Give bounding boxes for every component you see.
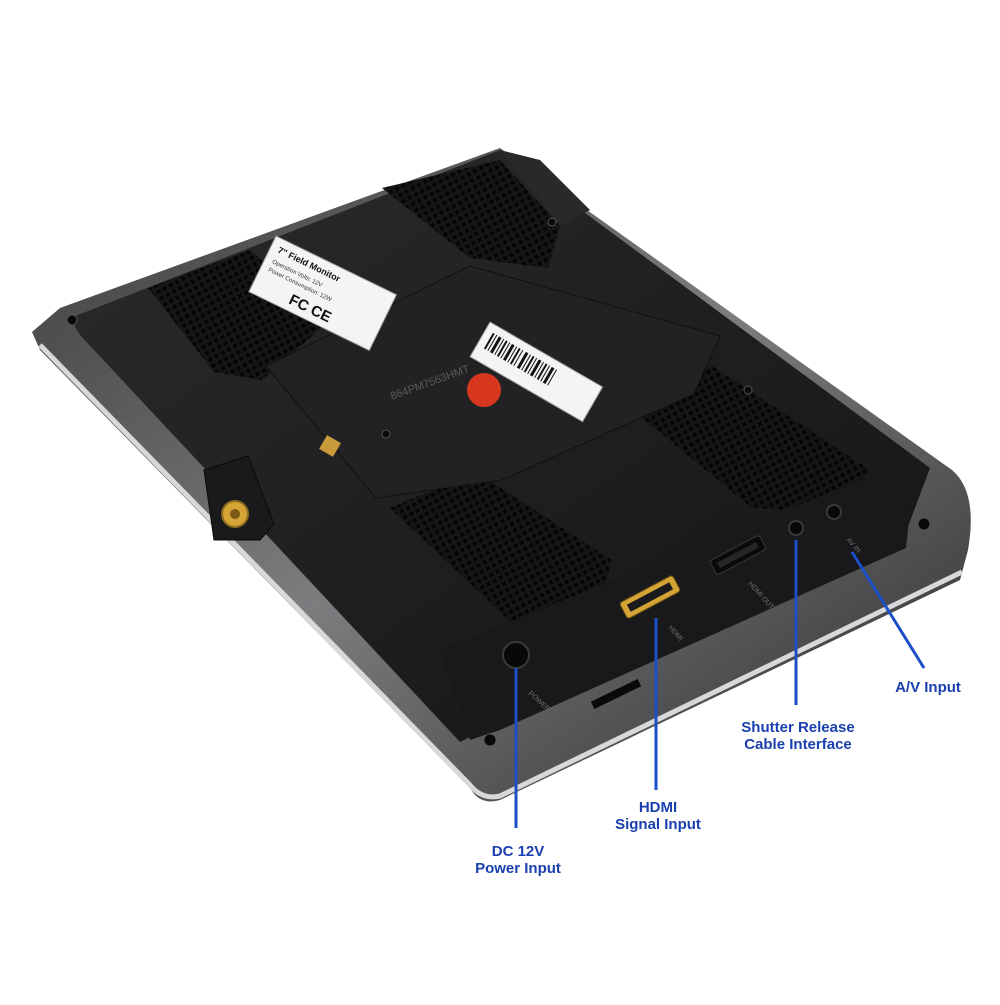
- side-mount-clamp: [203, 455, 275, 541]
- vent-grille-right: [630, 366, 870, 512]
- callout-shutter-release: Shutter Release Cable Interface: [724, 719, 872, 753]
- screw: [743, 385, 753, 395]
- shutter-release-jack: [788, 520, 804, 536]
- callout-av-input: A/V Input: [880, 679, 976, 696]
- battery-contacts: [319, 435, 341, 457]
- port-panel: [440, 476, 910, 740]
- monitor-rim-silver-edge: [38, 343, 964, 800]
- red-seal-sticker: [467, 373, 501, 407]
- hdmi-output-port: [710, 535, 766, 575]
- callout-line-av: [850, 551, 926, 669]
- callout-hdmi: HDMI Signal Input: [598, 799, 718, 833]
- callout-dc-power-line1: DC 12V: [491, 843, 545, 860]
- screw: [917, 517, 931, 531]
- hdmi-input-port: [619, 575, 681, 619]
- callout-shutter-line1: Shutter Release: [741, 719, 855, 736]
- screw: [547, 217, 557, 227]
- screw: [381, 429, 391, 439]
- top-tab: [500, 150, 590, 226]
- screw: [483, 733, 497, 747]
- av-input-jack: [826, 504, 842, 520]
- callout-hdmi-line1: HDMI: [638, 799, 678, 816]
- callout-dc-power: DC 12V Power Input: [456, 843, 580, 877]
- callout-av-line1: A/V Input: [895, 679, 961, 696]
- callout-shutter-line2: Cable Interface: [744, 736, 852, 753]
- callout-dc-power-line2: Power Input: [475, 860, 561, 877]
- dc-power-jack: [502, 641, 530, 669]
- card-slot: [590, 679, 642, 709]
- vent-grille-top: [382, 160, 560, 268]
- device-label-sticker: 7" Field Monitor Operation Volts: 12V Po…: [248, 235, 398, 352]
- callout-hdmi-line2: Signal Input: [615, 816, 701, 833]
- screw: [66, 314, 78, 326]
- vent-grille-bottom: [390, 472, 612, 638]
- barcode-sticker: [469, 321, 604, 423]
